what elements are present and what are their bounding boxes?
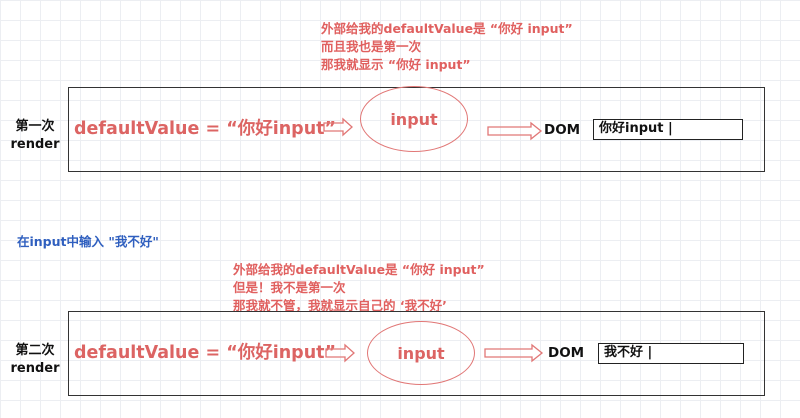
render1-expression: defaultValue = “你好input” — [74, 119, 337, 139]
arrow-right-icon — [325, 343, 355, 363]
row-label-line: 第二次 — [15, 343, 55, 358]
note-line: 外部给我的defaultValue是 “你好 input” — [233, 262, 485, 277]
render1-dom-field: 你好input | — [593, 119, 743, 140]
render1-dom-label: DOM — [544, 122, 581, 138]
row-label-line: 第一次 — [15, 119, 55, 134]
node-label: input — [390, 109, 438, 129]
note-line: 那我就不管，我就显示自己的 ‘我不好’ — [233, 298, 447, 313]
render1-note: 外部给我的defaultValue是 “你好 input” 而且我也是第一次 那… — [321, 20, 573, 74]
render2-dom-label: DOM — [548, 345, 585, 361]
render2-expression: defaultValue = “你好input” — [74, 343, 337, 363]
note-line: 而且我也是第一次 — [321, 39, 422, 54]
arrow-right-icon — [487, 121, 543, 141]
note-line: 那我就显示 “你好 input” — [321, 57, 471, 72]
section-title: 在input中输入 "我不好" — [17, 234, 159, 249]
render2-dom-field: 我不好 | — [598, 343, 744, 364]
arrow-right-icon — [484, 343, 544, 363]
note-line: 外部给我的defaultValue是 “你好 input” — [321, 21, 573, 36]
node-label: input — [397, 343, 445, 363]
note-line: 但是！我不是第一次 — [233, 280, 346, 295]
row-label-line: render — [10, 137, 60, 152]
render2-label: 第二次 render — [6, 342, 64, 378]
render2-input-node: input — [367, 321, 475, 385]
row-label-line: render — [10, 361, 60, 376]
render1-input-node: input — [360, 86, 468, 152]
render2-note: 外部给我的defaultValue是 “你好 input” 但是！我不是第一次 … — [233, 261, 485, 315]
render2-panel — [68, 311, 765, 396]
arrow-right-icon — [323, 117, 353, 137]
render1-label: 第一次 render — [6, 118, 64, 154]
